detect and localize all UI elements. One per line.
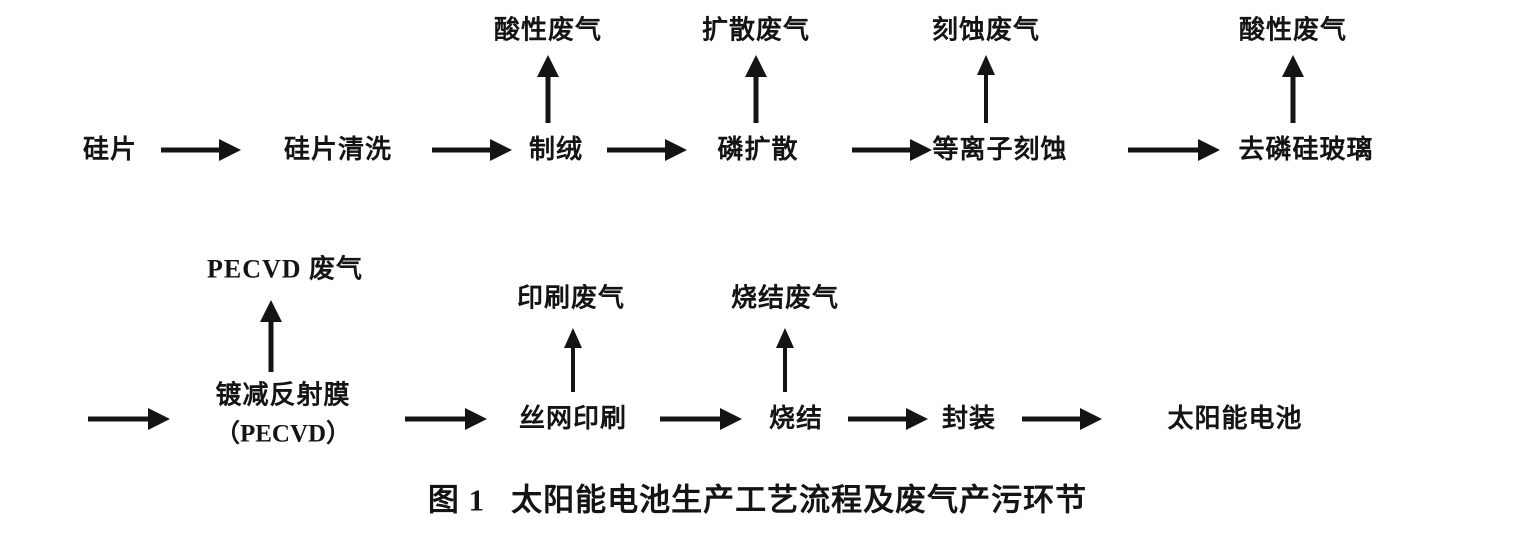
node-arc-coating-label: 镀减反射膜: [215, 380, 351, 410]
arrow-shaft: [545, 73, 551, 123]
node-arc-coating: 镀减反射膜 （PECVD）: [215, 375, 351, 454]
emission-label-acid-gas-2: 酸性废气: [1238, 15, 1348, 45]
emission-arrow-diffusion-gas: [745, 55, 767, 123]
arrow-shaft: [852, 147, 914, 153]
node-arc-coating-sublabel: （PECVD）: [214, 420, 352, 448]
emission-label-sintering-gas: 烧结废气: [730, 283, 840, 313]
arrow-shaft: [161, 147, 223, 153]
emission-arrow-acid-gas-1: [537, 55, 559, 123]
emission-label-pecvd-gas: PECVD 废气: [206, 254, 364, 284]
node-plasma-etching: 等离子刻蚀: [932, 134, 1068, 164]
arrow-wafer-to-cleaning: [161, 139, 241, 161]
arrow-head: [564, 328, 582, 348]
node-screen-printing: 丝网印刷: [518, 403, 628, 433]
arrow-texturing-to-diffusion: [607, 139, 687, 161]
arrow-shaft: [268, 318, 274, 372]
arrow-shaft: [88, 416, 152, 422]
emission-arrow-etching-gas: [975, 55, 997, 123]
arrow-head: [745, 55, 767, 77]
node-silicon-wafer: 硅片: [82, 134, 138, 164]
arrow-head: [1080, 408, 1102, 430]
arrow-shaft: [984, 71, 988, 123]
emission-arrow-sintering-gas: [774, 328, 796, 392]
arrow-head: [906, 408, 928, 430]
emission-label-printing-gas: 印刷废气: [516, 283, 626, 313]
arrow-shaft: [405, 416, 469, 422]
node-encapsulation: 封装: [941, 403, 997, 433]
arrow-head: [977, 55, 995, 75]
arrow-head: [1282, 55, 1304, 77]
figure-caption: 图 1 太阳能电池生产工艺流程及废气产污环节: [428, 475, 1087, 520]
arrow-head: [148, 408, 170, 430]
arrow-head: [537, 55, 559, 77]
arrow-shaft: [1022, 416, 1084, 422]
arrow-head: [776, 328, 794, 348]
arrow-head: [910, 139, 932, 161]
figure-number: 图 1: [427, 482, 486, 518]
arrow-diffusion-to-etching: [852, 139, 932, 161]
arrow-cleaning-to-texturing: [432, 139, 512, 161]
arrow-shaft: [607, 147, 669, 153]
node-wafer-cleaning: 硅片清洗: [283, 134, 393, 164]
arrow-encapsulation-to-solar-cell: [1022, 408, 1102, 430]
arrow-shaft: [848, 416, 910, 422]
emission-label-diffusion-gas: 扩散废气: [701, 15, 811, 45]
arrow-head: [490, 139, 512, 161]
node-phosphorus-diffusion: 磷扩散: [717, 134, 799, 164]
arrow-head: [219, 139, 241, 161]
emission-arrow-pecvd-gas: [260, 300, 282, 372]
node-sintering: 烧结: [768, 403, 824, 433]
figure-title: 太阳能电池生产工艺流程及废气产污环节: [511, 482, 1088, 518]
arrow-continuation-to-arc-coating: [88, 408, 170, 430]
emission-label-etching-gas: 刻蚀废气: [931, 15, 1041, 45]
arrow-shaft: [1128, 147, 1202, 153]
arrow-shaft: [1290, 73, 1296, 123]
arrow-shaft: [432, 147, 494, 153]
arrow-shaft: [783, 344, 787, 392]
node-texturing: 制绒: [528, 134, 584, 164]
arrow-shaft: [571, 344, 575, 392]
node-psg-removal: 去磷硅玻璃: [1238, 134, 1374, 164]
arrow-head: [720, 408, 742, 430]
emission-label-acid-gas-1: 酸性废气: [493, 15, 603, 45]
arrow-shaft: [660, 416, 724, 422]
arrow-head: [1198, 139, 1220, 161]
arrow-head: [665, 139, 687, 161]
arrow-etching-to-psg-removal: [1128, 139, 1220, 161]
arrow-arc-coating-to-screen-printing: [405, 408, 487, 430]
arrow-sintering-to-encapsulation: [848, 408, 928, 430]
arrow-screen-printing-to-sintering: [660, 408, 742, 430]
arrow-head: [465, 408, 487, 430]
node-solar-cell: 太阳能电池: [1167, 403, 1303, 433]
arrow-shaft: [753, 73, 759, 123]
emission-arrow-acid-gas-2: [1282, 55, 1304, 123]
arrow-head: [260, 300, 282, 322]
emission-arrow-printing-gas: [562, 328, 584, 392]
